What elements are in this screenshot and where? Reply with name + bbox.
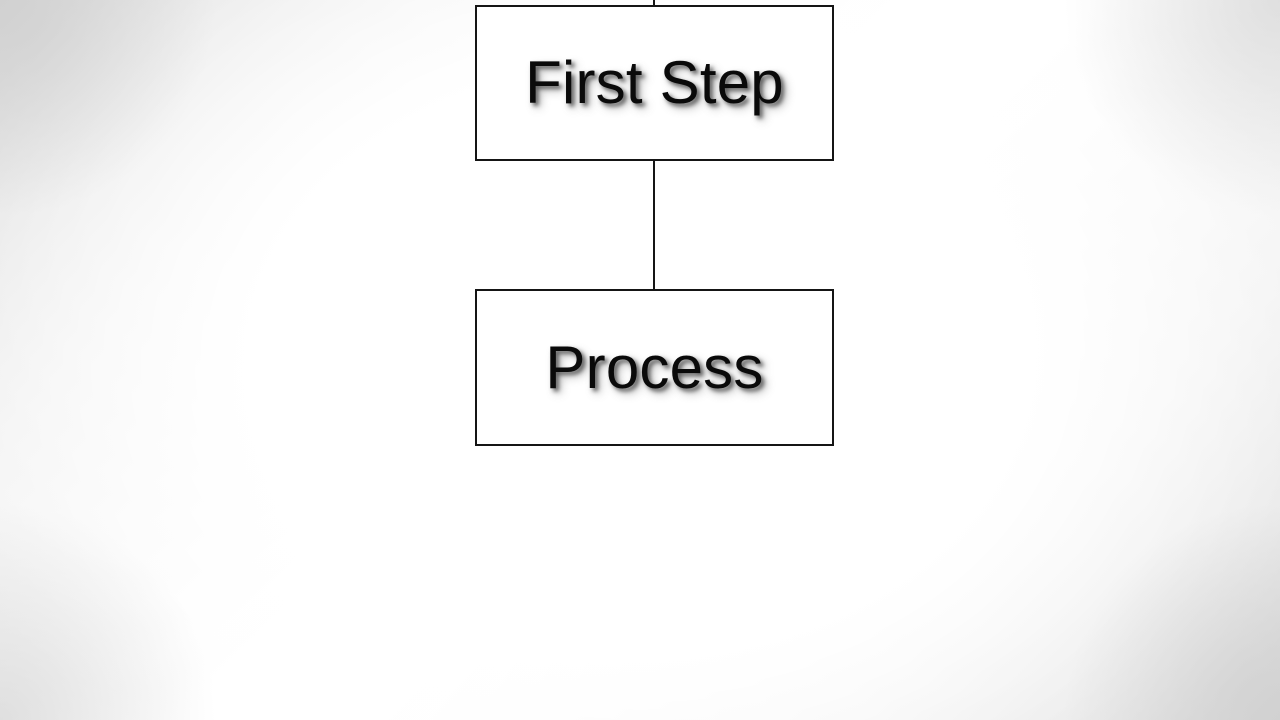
node-label-first-step: First Step [525,49,784,116]
node-label-process: Process [545,333,764,401]
connector-first-step-to-process [653,160,655,290]
flowchart-node-process[interactable]: Process [475,289,834,446]
connector-top-stub [653,0,655,6]
flowchart-node-first-step[interactable]: First Step [475,5,834,161]
